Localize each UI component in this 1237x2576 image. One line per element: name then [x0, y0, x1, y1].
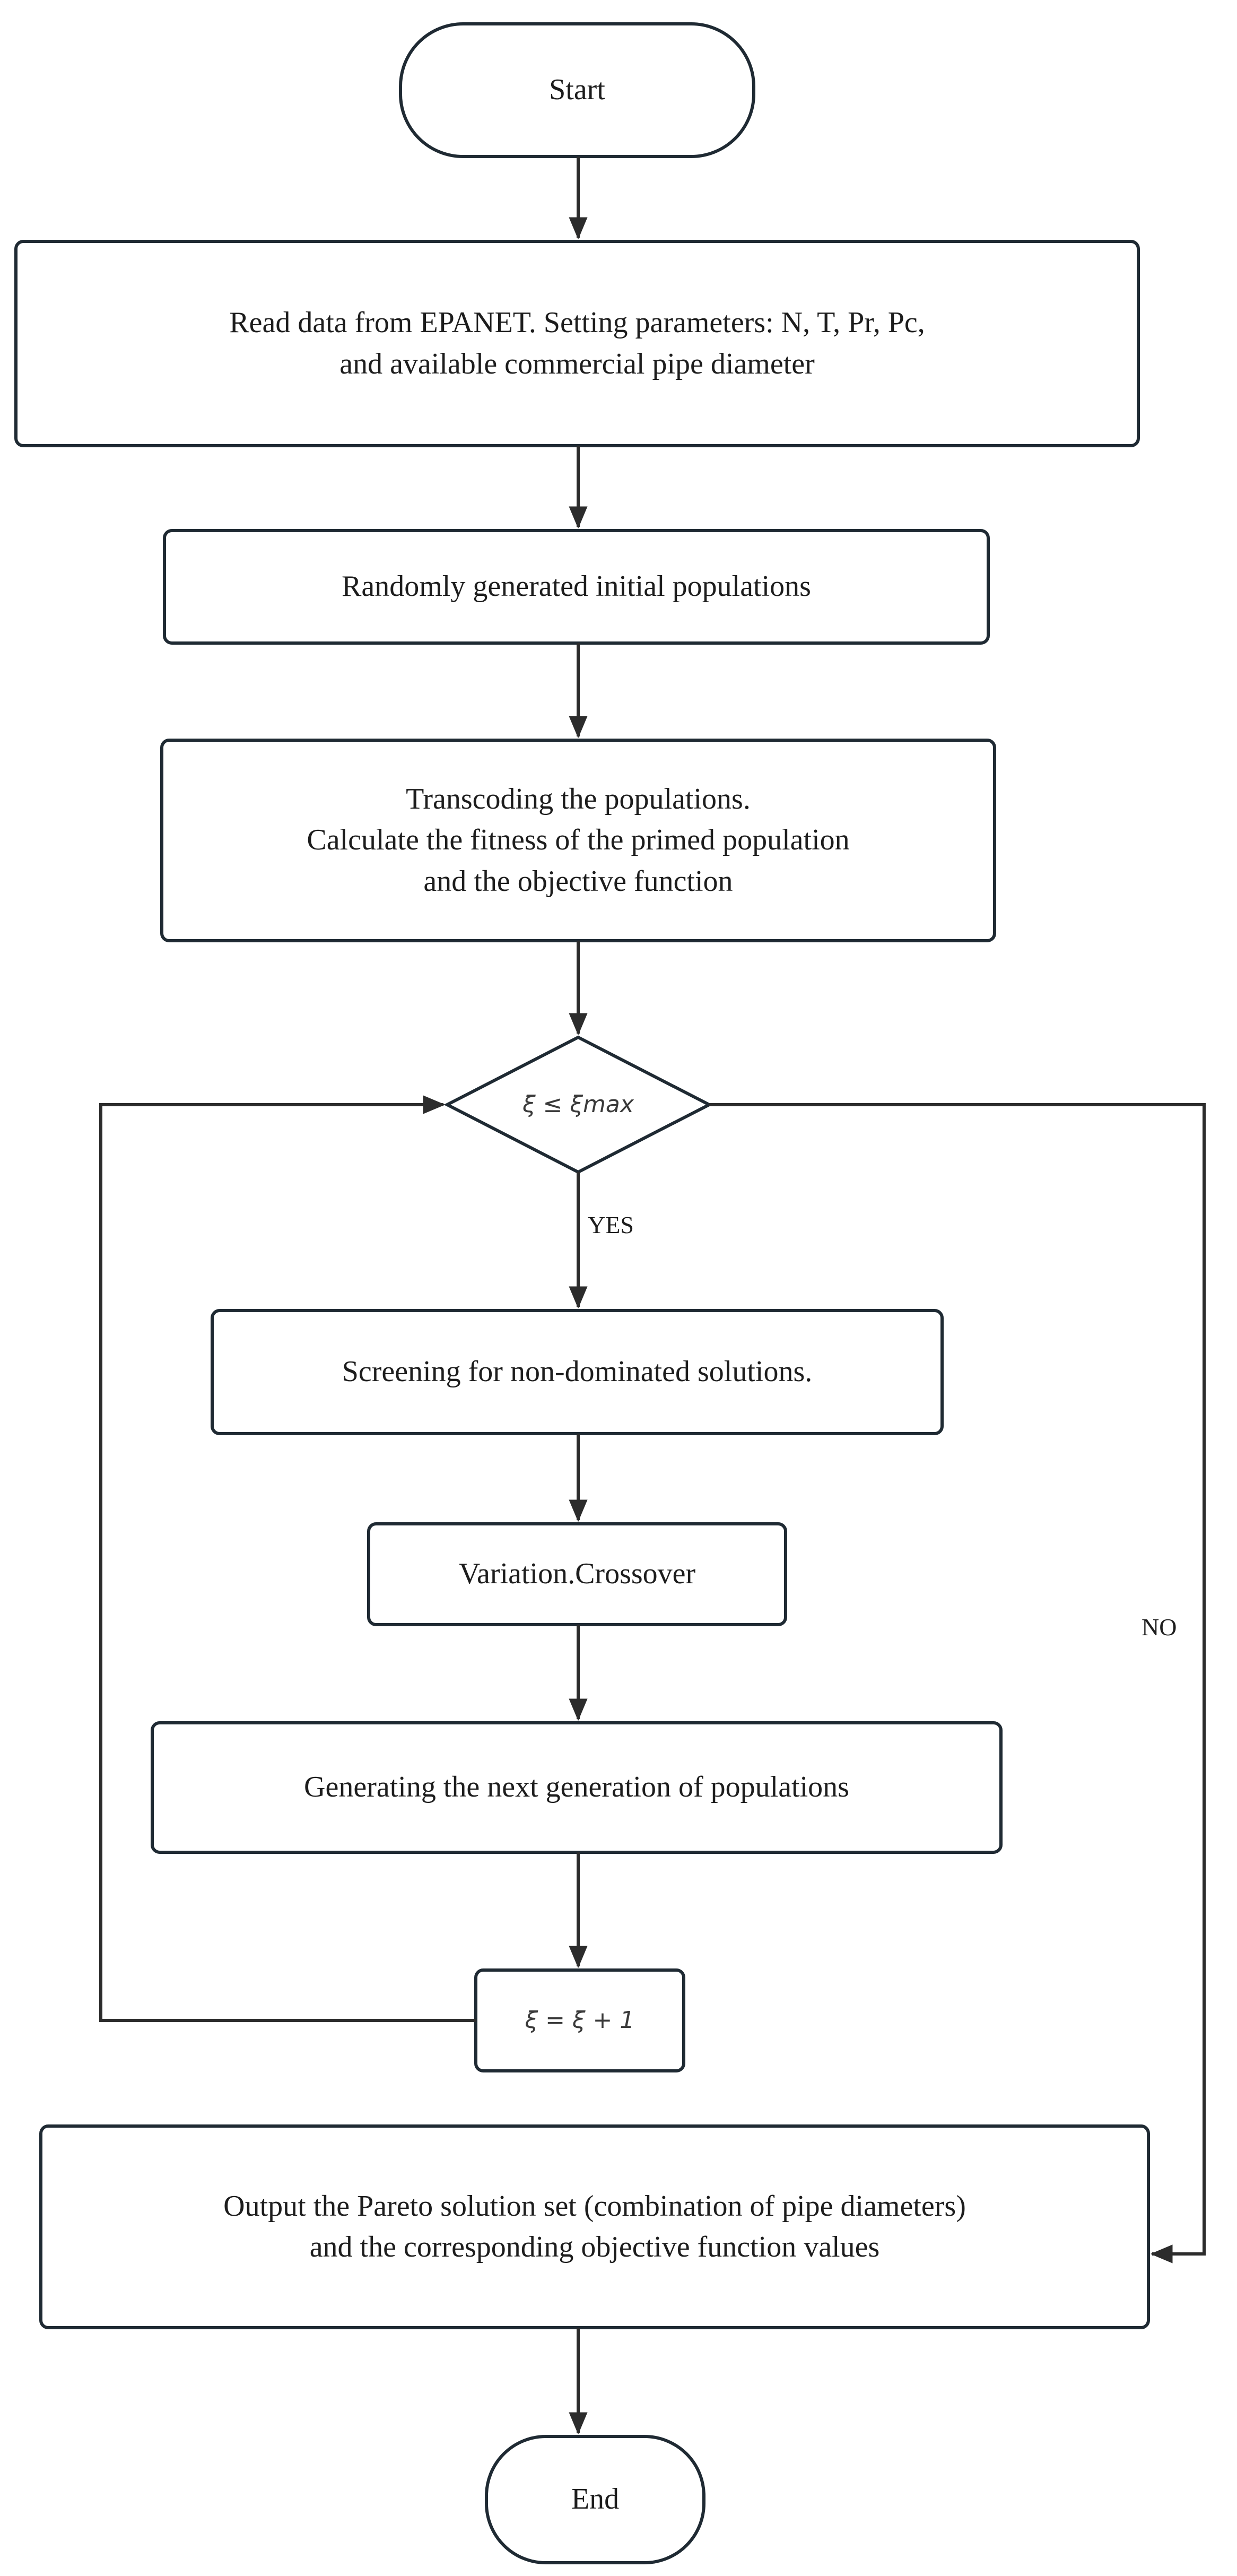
node-decision-shape [443, 1035, 713, 1174]
node-end-shape [485, 2435, 705, 2564]
node-read-data-shape [14, 240, 1140, 447]
node-init-population-shape [163, 529, 990, 645]
node-increment-shape [474, 1968, 685, 2072]
node-next-generation-shape [151, 1721, 1003, 1854]
node-output-shape [39, 2124, 1150, 2329]
node-transcoding-shape [160, 739, 996, 942]
edge-label-no: NO [1142, 1614, 1177, 1641]
node-variation-shape [367, 1522, 787, 1626]
connector-increment-feedback-to-decision [99, 1095, 476, 2022]
node-screening-shape [211, 1309, 944, 1435]
node-start-shape [399, 22, 755, 158]
connector-decision-no-to-output [709, 1103, 1206, 2263]
edge-label-yes: YES [588, 1211, 634, 1238]
